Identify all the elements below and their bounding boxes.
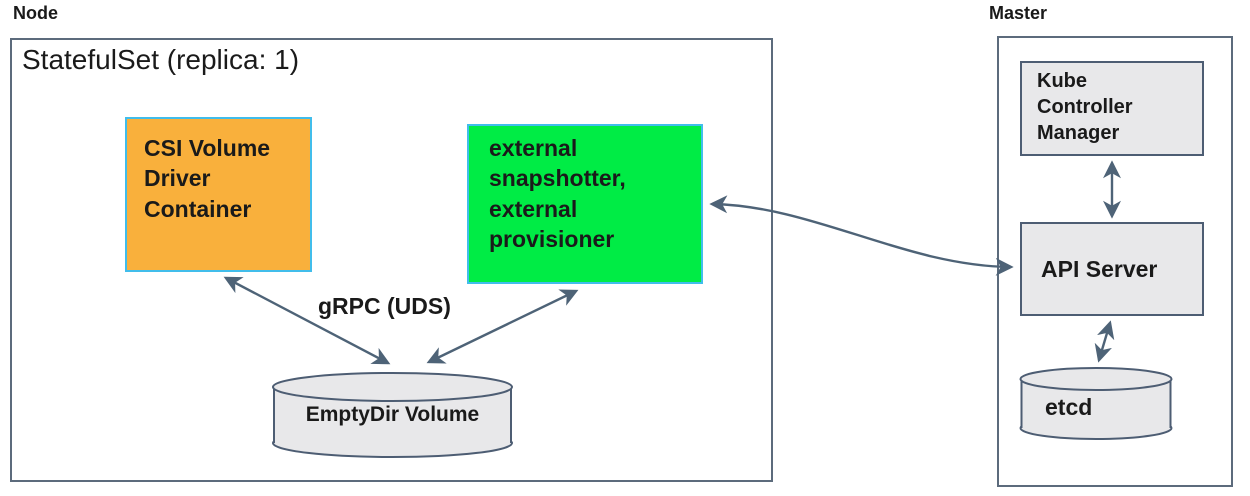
csi-volume-driver-container-label: CSI Volume Driver Container — [144, 135, 271, 222]
api-server-box: API Server — [1020, 222, 1204, 316]
csi-volume-driver-container-box: CSI Volume Driver Container — [125, 117, 312, 272]
kube-controller-manager-label: Kube Controller Manager — [1037, 70, 1133, 144]
emptydir-volume-label: EmptyDir Volume — [305, 403, 480, 426]
statefulset-title: StatefulSet (replica: 1) — [22, 44, 300, 75]
external-snapshotter-provisioner-label: external snapshotter, external provision… — [489, 135, 626, 253]
api-server-label: API Server — [1041, 255, 1158, 282]
etcd-label: etcd — [1045, 394, 1093, 420]
external-snapshotter-provisioner-box: external snapshotter, external provision… — [467, 124, 703, 284]
kube-controller-manager-box: Kube Controller Manager — [1020, 61, 1204, 156]
master-section-label: Master — [989, 3, 1048, 23]
node-section-label: Node — [13, 3, 58, 23]
grpc-uds-label: gRPC (UDS) — [318, 293, 451, 319]
